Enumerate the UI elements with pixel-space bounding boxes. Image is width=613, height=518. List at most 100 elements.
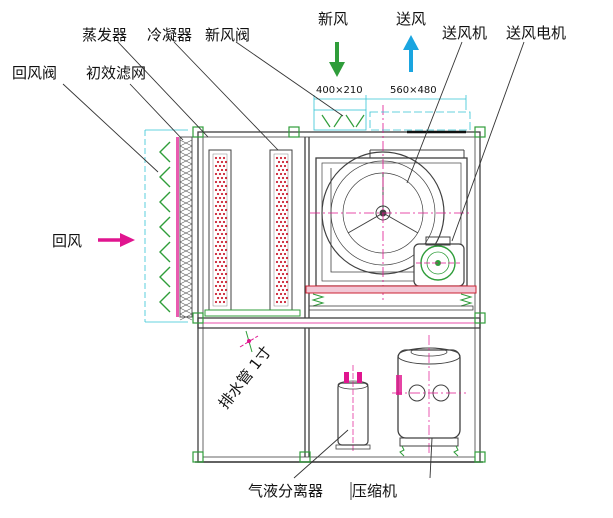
coil-fin xyxy=(222,188,226,192)
coil-fin xyxy=(218,212,222,216)
filter-mesh-line xyxy=(179,175,193,183)
coil-fin xyxy=(224,192,228,196)
coil-fin xyxy=(216,192,220,196)
coil-fin xyxy=(224,280,228,284)
filter-mesh-line xyxy=(179,289,193,297)
label-return-damper: 回风阀 xyxy=(12,64,57,82)
filter-mesh-line xyxy=(179,283,193,291)
coil-fin xyxy=(279,300,283,304)
coil-fin xyxy=(275,156,279,160)
coil-fin xyxy=(279,180,283,184)
coil-fin xyxy=(279,156,283,160)
coil-fin xyxy=(283,236,287,240)
damper-blade xyxy=(159,191,171,213)
coil-fin xyxy=(218,260,222,264)
coil-fin xyxy=(222,228,226,232)
coil-fin xyxy=(277,264,281,268)
filter-mesh-line xyxy=(179,157,193,165)
coil-fin xyxy=(279,204,283,208)
coil-fin xyxy=(220,208,224,212)
coil-fin xyxy=(277,168,281,172)
filter-mesh-line xyxy=(179,271,193,279)
filter-mesh-line xyxy=(179,139,193,147)
coil-fin xyxy=(218,292,222,296)
label-gas-liquid-separator: 气液分离器 xyxy=(248,482,323,500)
coil-fin xyxy=(214,156,218,160)
filter-mesh-line xyxy=(179,169,193,177)
coil-fin xyxy=(216,160,220,164)
coil-fin xyxy=(214,292,218,296)
coil-fin xyxy=(283,204,287,208)
coil-fin xyxy=(214,204,218,208)
coil-fin xyxy=(275,172,279,176)
coil-fin xyxy=(220,160,224,164)
coil-fin xyxy=(224,272,228,276)
coil-fin xyxy=(220,272,224,276)
coil-fin xyxy=(218,244,222,248)
filter-mesh-line xyxy=(179,151,193,159)
coil-fin xyxy=(224,248,228,252)
coil-fin xyxy=(224,216,228,220)
coil-fin xyxy=(218,228,222,232)
coil-fin xyxy=(281,232,285,236)
filter-mesh-line xyxy=(179,241,193,249)
compressor xyxy=(392,335,466,457)
coil-fin xyxy=(281,224,285,228)
coil-fin xyxy=(285,192,289,196)
gas-liquid-separator xyxy=(335,365,371,452)
coil-fin xyxy=(275,268,279,272)
damper-blade xyxy=(159,241,171,263)
coil-fin xyxy=(275,180,279,184)
leader-lines xyxy=(62,41,525,479)
coil-fin xyxy=(283,276,287,280)
fresh-damper-blade xyxy=(333,114,343,128)
coil-fin xyxy=(224,232,228,236)
coil-fin xyxy=(277,208,281,212)
coil-fin xyxy=(220,288,224,292)
coil-fin xyxy=(281,280,285,284)
filter-mesh-line xyxy=(179,145,193,153)
coil-fin xyxy=(275,284,279,288)
coil-fin xyxy=(281,200,285,204)
coil-fin xyxy=(222,284,226,288)
fresh-damper-blade xyxy=(355,114,365,128)
coil-fin xyxy=(222,292,226,296)
coil-fin xyxy=(222,172,226,176)
coil-fin xyxy=(279,188,283,192)
coil-fin xyxy=(281,176,285,180)
coil-fin xyxy=(214,300,218,304)
coil-fin xyxy=(222,244,226,248)
coil-fin xyxy=(216,240,220,244)
coil-fin xyxy=(216,216,220,220)
top-dimension-line xyxy=(313,95,467,110)
coil-fin xyxy=(224,288,228,292)
coil-fin xyxy=(277,240,281,244)
coil-fin xyxy=(214,220,218,224)
coil-fin xyxy=(214,260,218,264)
label-supply-fan-motor: 送风电机 xyxy=(506,24,566,42)
coil-fin xyxy=(218,204,222,208)
coil-fin xyxy=(285,248,289,252)
coil-fin xyxy=(216,208,220,212)
coil-fin xyxy=(277,200,281,204)
coil-fin xyxy=(224,160,228,164)
coil-fin xyxy=(285,232,289,236)
drain-pipe-marker xyxy=(239,330,259,353)
damper-blade xyxy=(159,266,171,288)
coil-fin xyxy=(218,196,222,200)
fresh-damper-blade xyxy=(321,114,331,128)
coil-fin xyxy=(222,276,226,280)
coil-fin xyxy=(283,284,287,288)
coil-fin xyxy=(283,172,287,176)
spring xyxy=(459,293,473,307)
coil-fin xyxy=(216,200,220,204)
coil-fin xyxy=(222,268,226,272)
coil-fin xyxy=(218,236,222,240)
coil-fin xyxy=(281,184,285,188)
coil-fin xyxy=(283,268,287,272)
coil-fin xyxy=(283,292,287,296)
filter-mesh-line xyxy=(179,301,193,309)
filter-mesh-line xyxy=(179,259,193,267)
